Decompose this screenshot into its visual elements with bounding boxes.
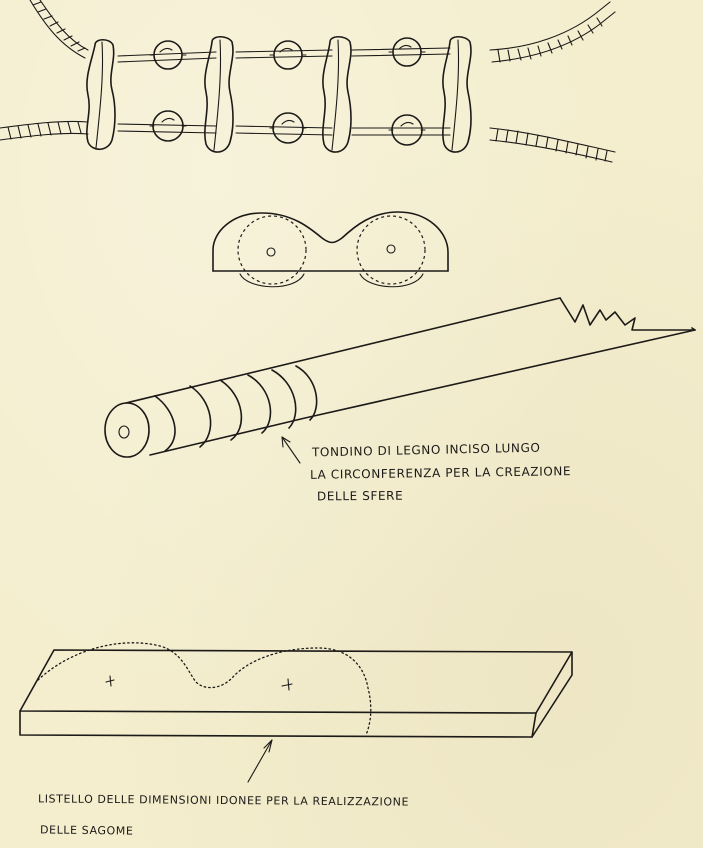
rope-bottom-left <box>0 120 89 141</box>
rope-bottom-right <box>489 127 616 163</box>
strip-caption-line-2: DELLE SAGOME <box>39 823 134 838</box>
connecting-rods <box>117 47 451 136</box>
dowel-caption-line-3: DELLE SFERE <box>316 488 404 504</box>
wooden-spheres <box>149 37 426 146</box>
rope-top-left <box>29 0 89 59</box>
ladder-assembly <box>0 0 616 163</box>
rope-top-right <box>489 1 616 63</box>
plate-profile-drawing <box>212 211 449 288</box>
strip-caption-line-1: LISTELLO DELLE DIMENSIONI IDONEE PER LA … <box>37 792 410 809</box>
dowel-caption-line-2: LA CIRCONFERENZA PER LA CREAZIONE <box>309 464 572 482</box>
shaped-plates <box>86 35 472 153</box>
wood-strip-drawing <box>19 642 573 783</box>
wooden-dowel-drawing <box>104 297 696 464</box>
